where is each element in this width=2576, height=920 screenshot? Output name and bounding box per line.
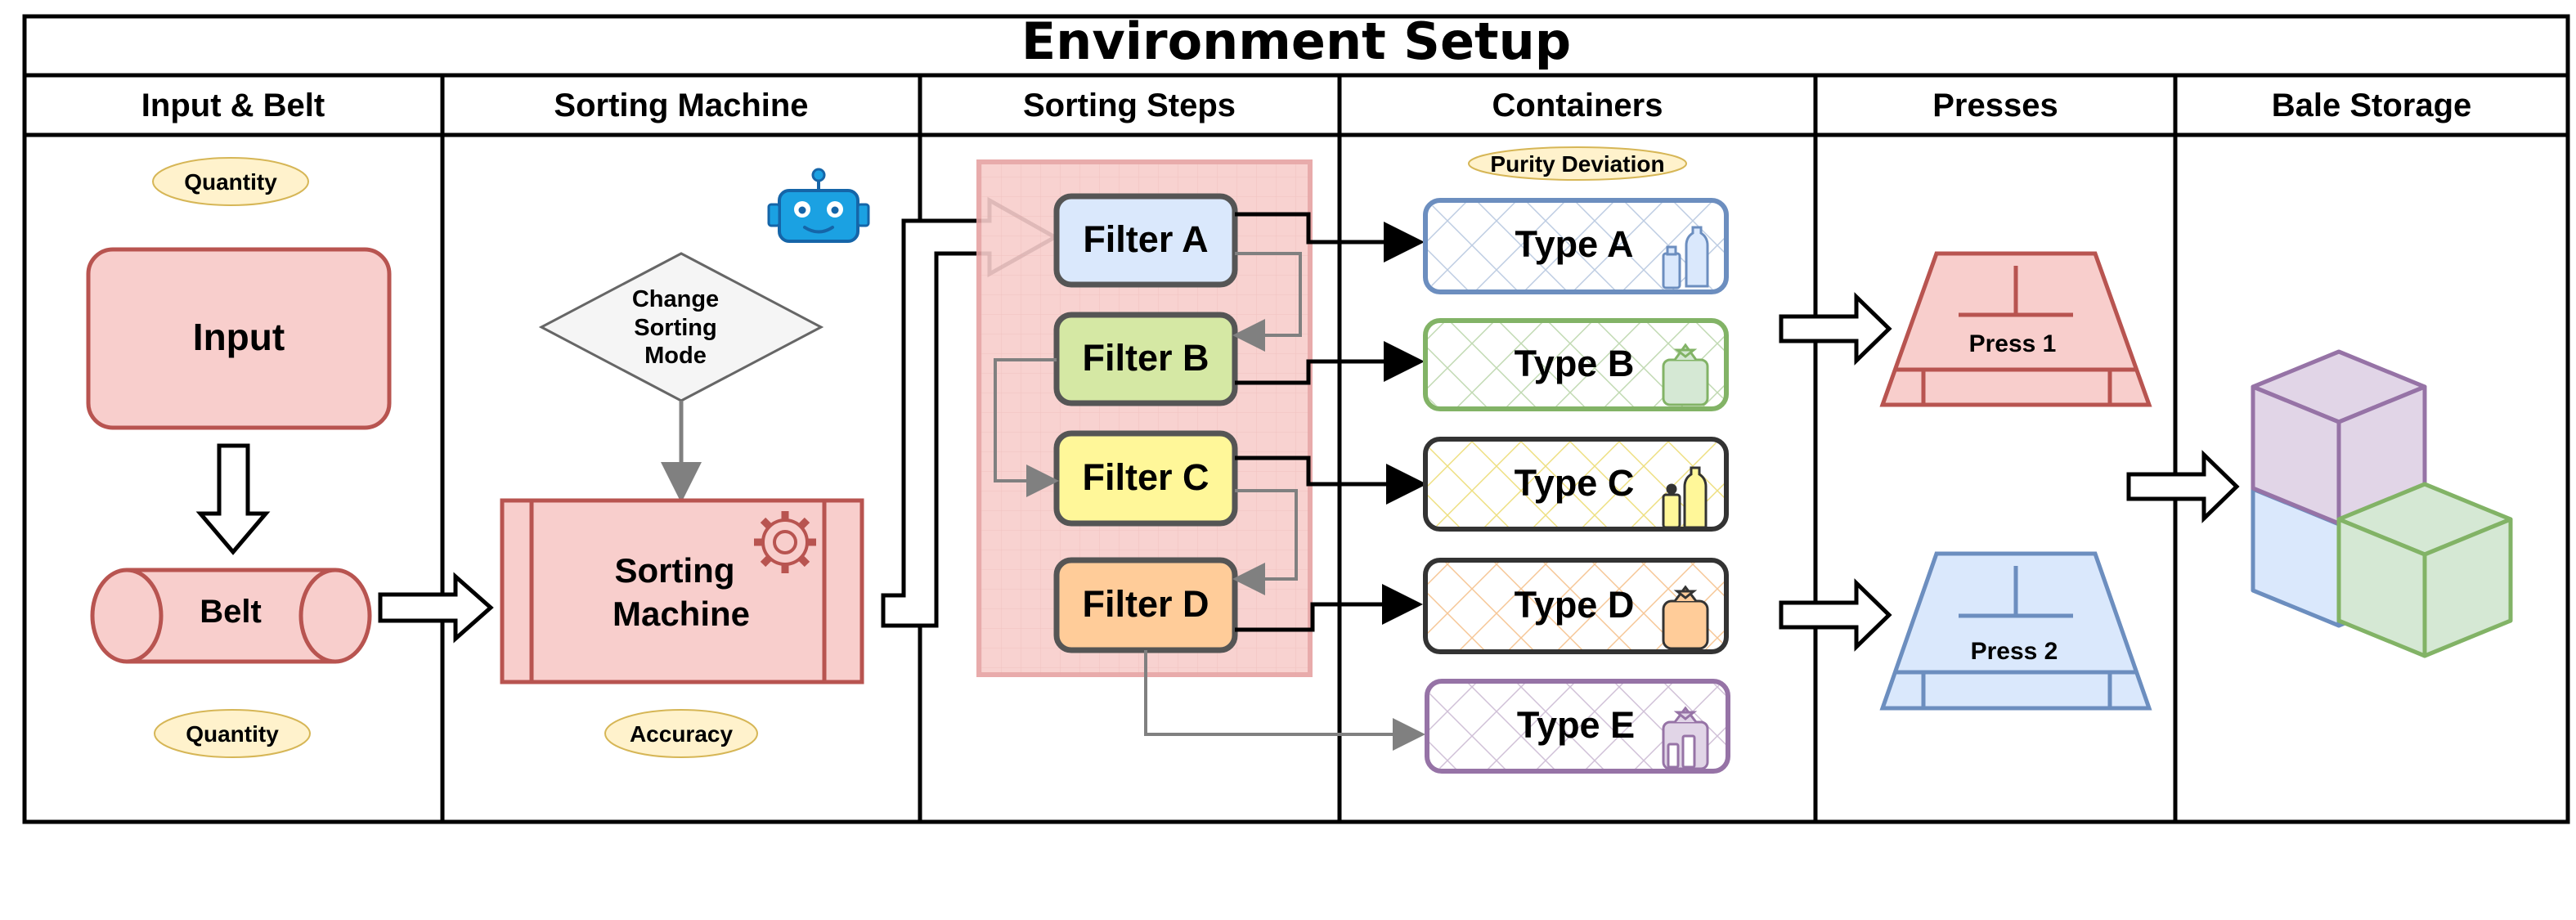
- svg-text:Belt: Belt: [200, 594, 262, 630]
- svg-text:Input: Input: [193, 316, 285, 358]
- svg-text:Press 1: Press 1: [1969, 330, 2057, 357]
- bag-icon: [1662, 585, 1709, 650]
- bag-icon: [1662, 343, 1709, 406]
- svg-text:Mode: Mode: [644, 343, 707, 369]
- bale-cubes-icon: [2251, 349, 2513, 658]
- change-sorting-mode-decision: Change Sorting Mode: [538, 252, 824, 402]
- column-header-presses: Presses: [1932, 88, 2058, 123]
- svg-text:Type A: Type A: [1515, 223, 1633, 265]
- svg-text:Sorting: Sorting: [634, 315, 717, 341]
- containers-to-press-1-arrow: [1779, 292, 1892, 366]
- column-header-bale-storage: Bale Storage: [2272, 88, 2472, 123]
- svg-text:Quantity: Quantity: [184, 169, 277, 195]
- robot-icon: [767, 168, 870, 243]
- filter-d-node: Filter D: [1053, 557, 1238, 653]
- mixed-waste-icon: [1662, 706, 1709, 770]
- container-type-a: Type A: [1423, 198, 1729, 294]
- filter-a-node: Filter A: [1053, 193, 1238, 288]
- bottles-icon: [1662, 226, 1709, 289]
- purity-deviation-pill: Purity Deviation: [1468, 146, 1687, 181]
- svg-text:Filter C: Filter C: [1082, 456, 1209, 498]
- column-header-containers: Containers: [1492, 88, 1663, 123]
- quantity-pill-bottom: Quantity: [154, 709, 311, 758]
- svg-text:Sorting: Sorting: [615, 551, 735, 590]
- column-header-input-belt: Input & Belt: [141, 88, 325, 123]
- filter-to-container-arrows: [1235, 212, 1427, 632]
- container-type-c: Type C: [1423, 437, 1729, 532]
- belt-to-machine-arrow: [378, 572, 494, 644]
- svg-text:Change: Change: [632, 286, 719, 312]
- svg-text:Type C: Type C: [1515, 462, 1635, 504]
- svg-text:Filter D: Filter D: [1082, 583, 1209, 625]
- presses-to-storage-arrow: [2126, 450, 2240, 523]
- svg-text:Quantity: Quantity: [186, 721, 279, 747]
- svg-text:Filter B: Filter B: [1082, 337, 1209, 379]
- filter-b-node: Filter B: [1053, 312, 1238, 406]
- svg-text:Type D: Type D: [1515, 584, 1635, 626]
- table-frame: [22, 14, 2570, 824]
- container-type-d: Type D: [1423, 558, 1729, 654]
- svg-text:Type E: Type E: [1517, 704, 1635, 746]
- svg-text:Purity Deviation: Purity Deviation: [1490, 151, 1664, 177]
- svg-text:Type B: Type B: [1515, 343, 1635, 384]
- page-title: Environment Setup: [1021, 11, 1571, 71]
- filter-connectors: [994, 252, 1425, 751]
- quantity-pill-top: Quantity: [152, 157, 309, 206]
- container-type-b: Type B: [1423, 318, 1729, 411]
- press-1: Press 1: [1879, 251, 2152, 407]
- svg-text:Accuracy: Accuracy: [630, 721, 734, 747]
- column-header-sorting-steps: Sorting Steps: [1023, 88, 1236, 123]
- filter-c-node: Filter C: [1053, 430, 1238, 527]
- gear-icon: [754, 511, 816, 573]
- sorting-machine-node: Sorting Machine: [500, 498, 864, 684]
- svg-text:Machine: Machine: [613, 595, 750, 633]
- press-2: Press 2: [1879, 551, 2152, 711]
- input-to-belt-arrow: [195, 443, 271, 555]
- container-type-e: Type E: [1425, 679, 1730, 774]
- accuracy-pill: Accuracy: [604, 709, 758, 758]
- belt-cylinder: Belt: [90, 568, 372, 664]
- svg-text:Press 2: Press 2: [1971, 638, 2058, 665]
- containers-to-press-2-arrow: [1779, 578, 1892, 652]
- bottles-icon: [1662, 466, 1708, 529]
- svg-text:Filter A: Filter A: [1083, 218, 1208, 260]
- column-header-sorting-machine: Sorting Machine: [554, 88, 808, 123]
- input-node: Input: [86, 247, 392, 430]
